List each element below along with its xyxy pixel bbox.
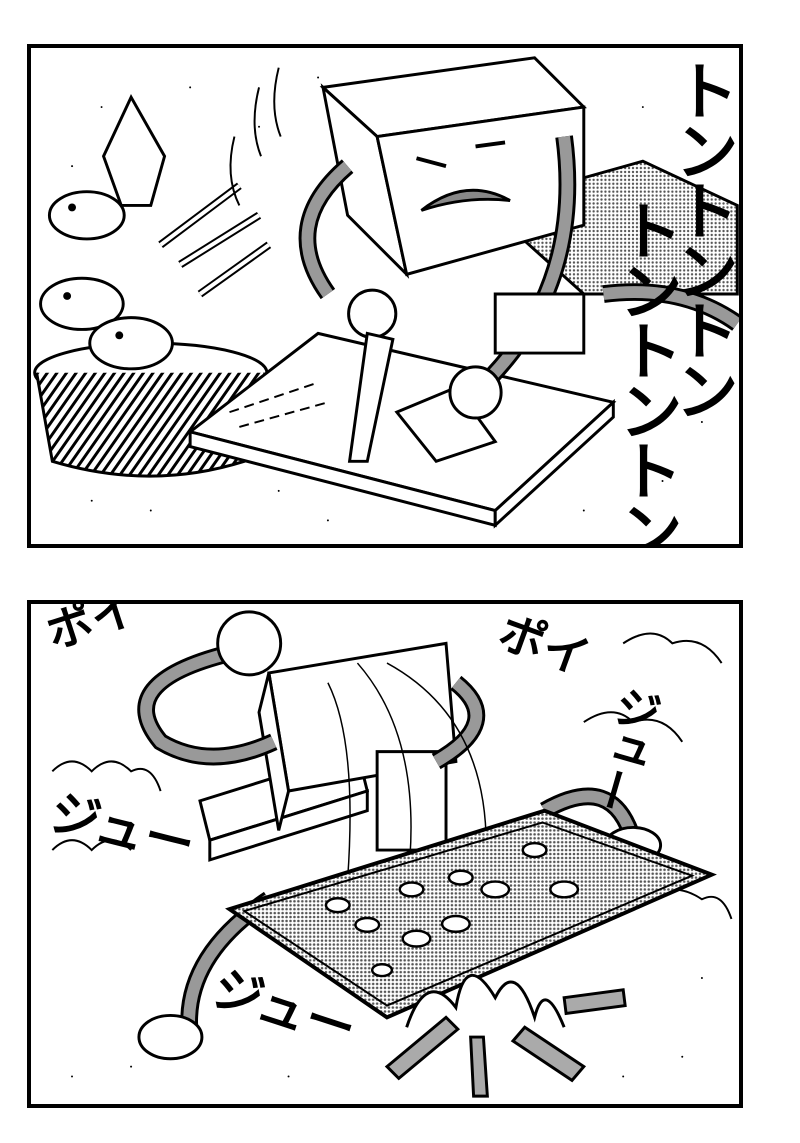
sfx-chop-2: トントントン bbox=[608, 198, 682, 548]
seafood-pieces bbox=[324, 841, 580, 978]
robot-chef bbox=[137, 610, 663, 1061]
robot-chef bbox=[298, 56, 739, 463]
knife bbox=[347, 331, 395, 463]
panel-top-illustration bbox=[33, 56, 739, 529]
ground-speckles bbox=[71, 977, 703, 1078]
comic-panel-bottom: ポイ ポイ ジュー ジュー ジュー bbox=[27, 600, 743, 1108]
motion-lines bbox=[229, 67, 282, 206]
panel-bottom-illustration bbox=[51, 610, 733, 1098]
sfx-chop-1: トントントン bbox=[664, 58, 738, 418]
griddle bbox=[225, 808, 717, 1020]
campfire bbox=[384, 974, 627, 1098]
comic-panel-top: トントントン トントントン bbox=[27, 44, 743, 548]
cutting-board bbox=[186, 331, 617, 529]
